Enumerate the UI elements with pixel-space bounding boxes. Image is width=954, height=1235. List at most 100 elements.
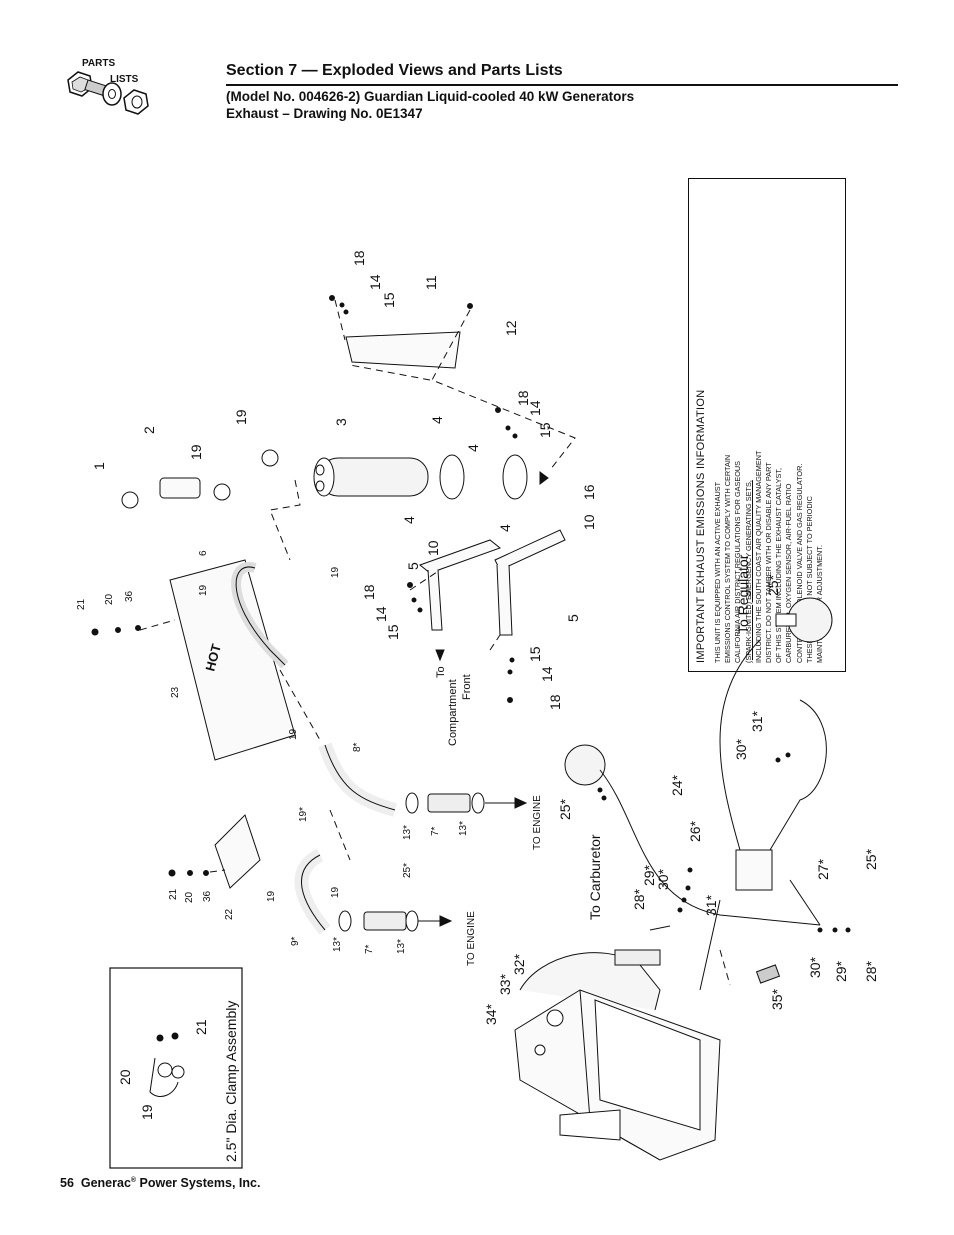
carburetor-actuator	[564, 744, 606, 786]
to-engine-label-2: TO ENGINE	[466, 911, 477, 966]
callout-4a: 4	[429, 416, 445, 424]
callout-31a: 31*	[749, 710, 765, 732]
page-number: 56	[60, 1176, 74, 1190]
callout-15c: 15	[385, 624, 401, 640]
company-name: Generac	[80, 1176, 131, 1190]
callout-15a: 15	[381, 292, 397, 308]
bracket-22	[214, 814, 261, 889]
flex-bellows	[427, 793, 471, 813]
callout-30b: 30*	[655, 868, 671, 890]
drawing-line: Exhaust – Drawing No. 0E1347	[226, 106, 423, 121]
muffler-bracket	[502, 454, 528, 500]
compartment-label: Compartment	[447, 679, 459, 746]
page-footer: 56 Generac® Power Systems, Inc.	[60, 1176, 260, 1190]
callout-34: 34*	[483, 1003, 499, 1025]
callout-14a: 14	[367, 274, 383, 290]
parts-lists-logo: PARTS LISTS	[60, 58, 160, 128]
callout-30c: 30*	[807, 956, 823, 978]
callout-13c: 13*	[332, 937, 343, 952]
inset-callout-20: 20	[117, 1069, 133, 1085]
callout-8: 8*	[352, 742, 363, 752]
callout-19g: 19	[266, 890, 277, 902]
controller-box	[735, 849, 773, 891]
flex-bellows	[363, 911, 407, 931]
callout-28b: 28*	[863, 960, 879, 982]
logo-text-top: PARTS	[82, 58, 116, 69]
callout-4b: 4	[465, 444, 481, 452]
callout-19h: 19	[330, 886, 341, 898]
callout-9: 9*	[290, 936, 301, 946]
callout-4c: 4	[401, 516, 417, 524]
callout-19c: 19	[198, 584, 209, 596]
callout-36a: 36	[124, 590, 135, 602]
callout-7b: 7*	[364, 944, 375, 954]
callout-30a: 30*	[733, 738, 749, 760]
callout-18b: 18	[515, 390, 531, 406]
exhaust-tube	[159, 477, 201, 499]
callout-32: 32*	[511, 953, 527, 975]
callout-15b: 15	[537, 422, 553, 438]
clamp	[261, 449, 279, 467]
callout-13b: 13*	[458, 821, 469, 836]
callout-19f: 19*	[298, 807, 309, 822]
callout-25b: 25*	[557, 798, 573, 820]
callout-13a: 13*	[402, 825, 413, 840]
muffler-bracket	[439, 454, 465, 500]
inset-callout-21: 21	[193, 1019, 209, 1035]
callout-24: 24*	[669, 774, 685, 796]
callout-5a: 5	[405, 562, 421, 570]
callout-19b: 19	[233, 409, 249, 425]
callout-29b: 29*	[833, 960, 849, 982]
mounting-plate	[345, 331, 461, 369]
callout-27: 27*	[815, 858, 831, 880]
callout-7a: 7*	[430, 826, 441, 836]
registered-mark: ®	[130, 1176, 137, 1184]
callout-29a: 29*	[641, 864, 657, 886]
callout-25c: 25*	[863, 848, 879, 870]
callout-10a: 10	[425, 540, 441, 556]
callout-26: 26*	[687, 820, 703, 842]
callout-2: 2	[141, 426, 157, 434]
callout-14c: 14	[373, 606, 389, 622]
section-title: Section 7 — Exploded Views and Parts Lis…	[226, 62, 563, 79]
callout-12: 12	[503, 320, 519, 336]
callout-5b: 5	[565, 614, 581, 622]
heat-shield	[169, 559, 296, 761]
callout-13d: 13*	[396, 939, 407, 954]
header-rule	[226, 84, 898, 86]
callout-25a: 25*	[765, 574, 781, 596]
catalyst-housing	[514, 949, 721, 1161]
to-label: To	[435, 666, 447, 678]
callout-22: 22	[224, 908, 235, 920]
to-regulator-label: To Regulator	[735, 554, 751, 634]
clamp	[213, 483, 231, 501]
callout-18c: 18	[361, 584, 377, 600]
callout-18d: 18	[547, 694, 563, 710]
nut-bolt-icon	[67, 71, 149, 115]
callout-3: 3	[333, 418, 349, 426]
front-label: Front	[461, 674, 473, 700]
callout-23: 23	[170, 686, 181, 698]
model-line: (Model No. 004626-2) Guardian Liquid-coo…	[226, 89, 635, 104]
clamp	[121, 491, 139, 509]
callout-4d: 4	[497, 524, 513, 532]
callout-20a: 20	[104, 593, 115, 605]
callout-21b: 21	[168, 888, 179, 900]
clamp-assembly-inset	[109, 967, 243, 1169]
callout-33: 33*	[497, 973, 513, 995]
callout-19a: 19	[188, 444, 204, 460]
muffler-part	[313, 457, 429, 497]
drawing-subtitle: (Model No. 004626-2) Guardian Liquid-coo…	[226, 88, 634, 122]
callout-36b: 36	[202, 890, 213, 902]
callout-15d: 15	[527, 646, 543, 662]
callout-25d: 25*	[402, 863, 413, 878]
callout-28a: 28*	[631, 888, 647, 910]
logo-text-bottom: LISTS	[110, 74, 139, 85]
callout-16: 16	[581, 484, 597, 500]
callout-19d: 19	[330, 566, 341, 578]
callout-14b: 14	[527, 400, 543, 416]
support-rail	[418, 539, 502, 574]
inset-callout-19: 19	[139, 1104, 155, 1120]
callout-20b: 20	[184, 891, 195, 903]
callout-14d: 14	[539, 666, 555, 682]
